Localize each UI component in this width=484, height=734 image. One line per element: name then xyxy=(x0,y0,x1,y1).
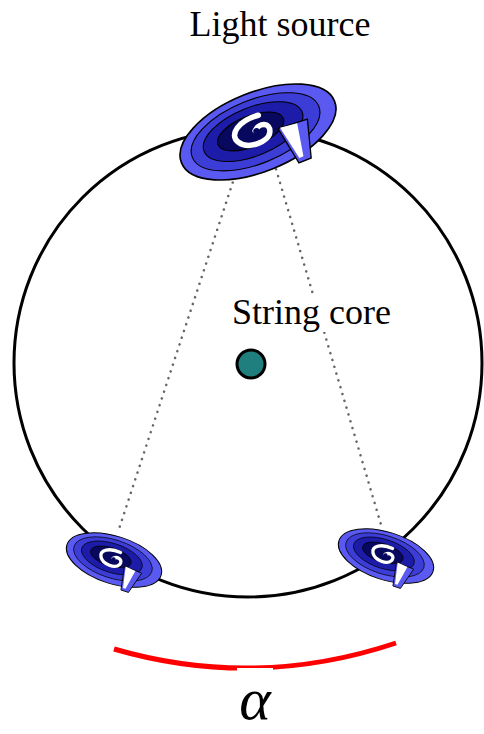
lensed-image xyxy=(59,522,169,600)
light-source-image xyxy=(167,64,351,203)
source-label: Light source xyxy=(188,6,373,44)
angle-label: α xyxy=(237,668,273,731)
lensed-image xyxy=(331,518,441,596)
core-label: String core xyxy=(230,294,393,332)
deficit-angle-arc xyxy=(114,643,396,668)
light-ray xyxy=(268,142,382,528)
string-core-dot xyxy=(237,350,265,378)
orbit-circle xyxy=(14,129,482,597)
light-ray xyxy=(118,142,246,532)
